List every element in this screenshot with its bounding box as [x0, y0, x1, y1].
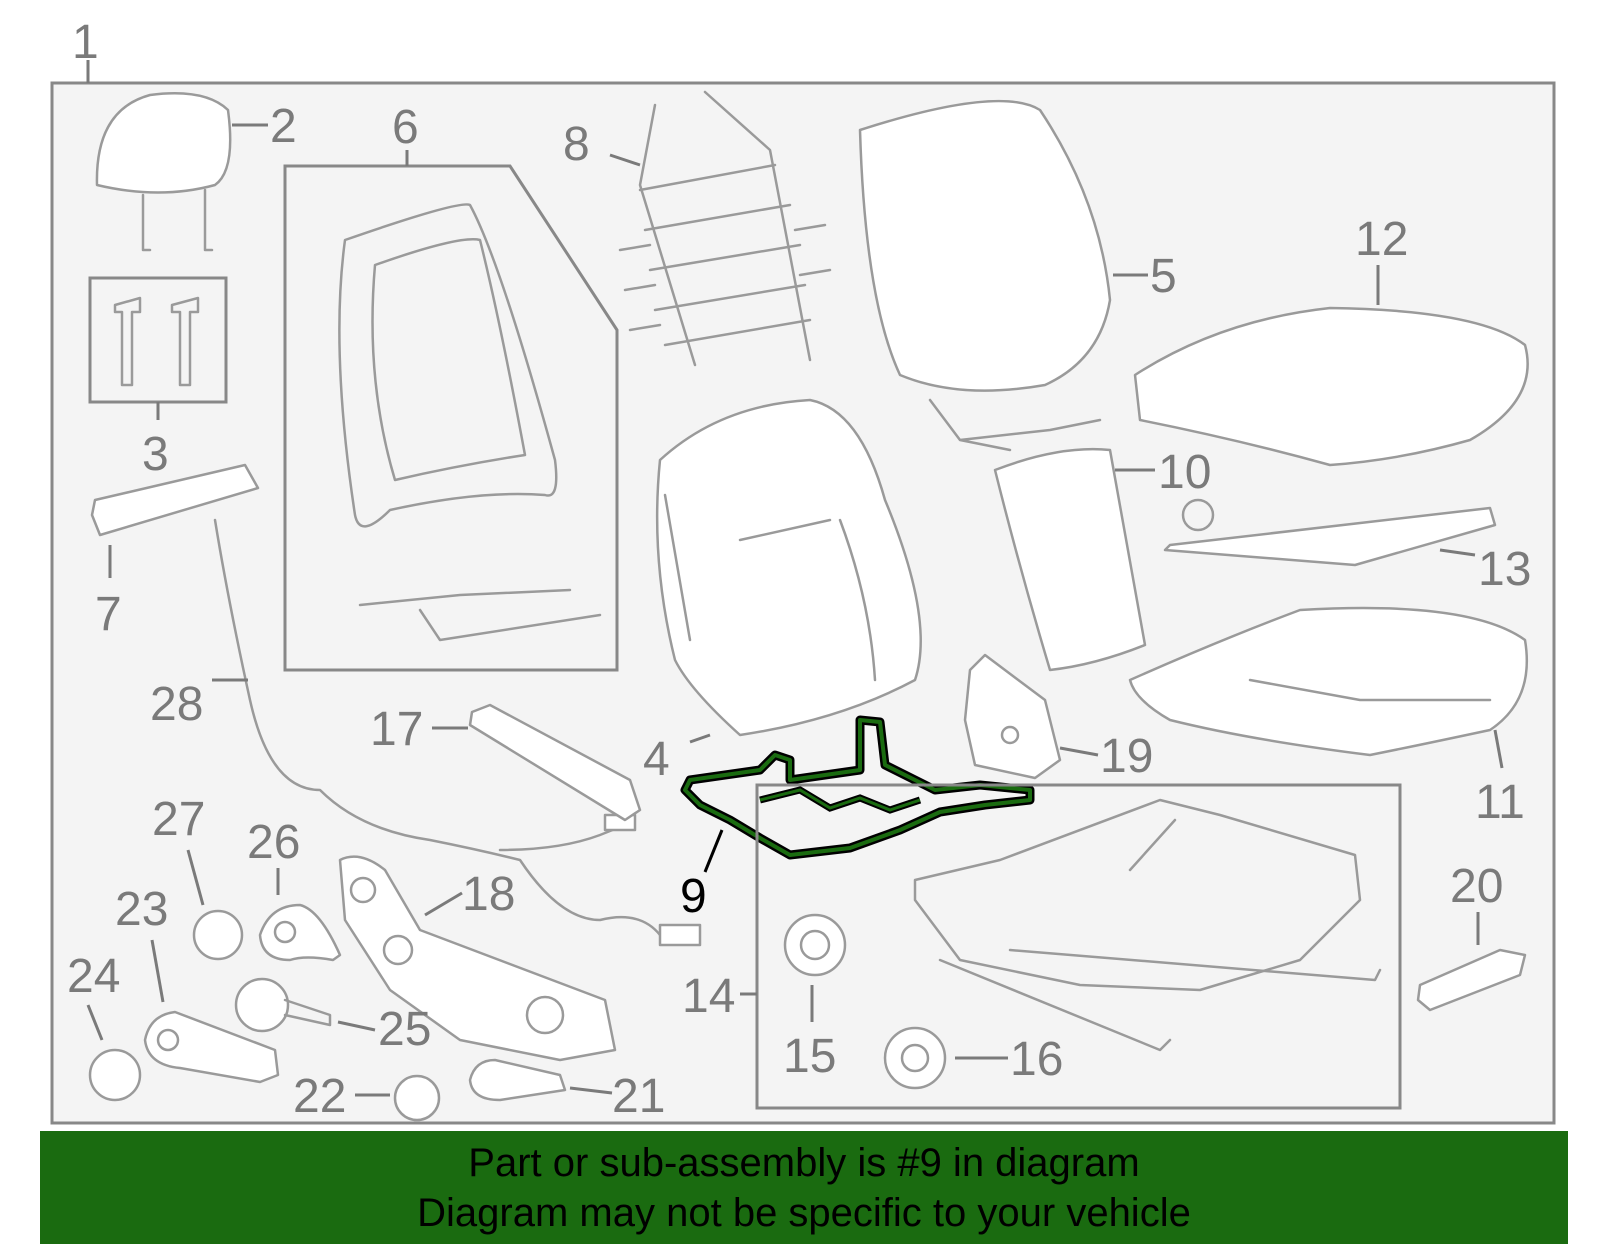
part-25-handle[interactable]: [234, 977, 332, 1033]
part-27-cap[interactable]: [192, 909, 244, 961]
callout-19: 19: [1100, 730, 1153, 783]
part-12-cushion-cover[interactable]: [1133, 306, 1529, 467]
part-5-seatback-cover[interactable]: [858, 99, 1112, 452]
banner-line-2: Diagram may not be specific to your vehi…: [417, 1190, 1191, 1235]
part-22-cap[interactable]: [393, 1074, 441, 1122]
callout-24: 24: [67, 950, 120, 1003]
part-24-cap[interactable]: [88, 1048, 142, 1102]
part-8-suspension-mat[interactable]: [618, 90, 832, 367]
part-14-seat-adjuster[interactable]: [755, 783, 1402, 1110]
part-7-trim-panel[interactable]: [90, 463, 260, 537]
callout-22: 22: [293, 1070, 346, 1123]
callout-11: 11: [1475, 776, 1525, 829]
part-16-motor[interactable]: [883, 1026, 947, 1090]
callout-27: 27: [152, 793, 205, 846]
callout-9: 9: [680, 870, 707, 923]
callout-20: 20: [1450, 860, 1503, 913]
callout-25: 25: [378, 1003, 431, 1056]
callout-23: 23: [115, 883, 168, 936]
callout-17: 17: [370, 703, 423, 756]
callout-7: 7: [95, 588, 122, 641]
callout-2: 2: [270, 100, 297, 153]
part-18-side-shield[interactable]: [338, 855, 617, 1062]
part-13-heater-mat[interactable]: [1163, 498, 1497, 567]
part-23-lever[interactable]: [143, 1010, 280, 1084]
callout-26: 26: [247, 816, 300, 869]
callout-5: 5: [1150, 250, 1177, 303]
part-19-recliner-housing[interactable]: [963, 653, 1062, 780]
part-21-handle[interactable]: [468, 1058, 567, 1102]
part-26-knob[interactable]: [258, 903, 342, 962]
callout-1: 1: [72, 16, 99, 69]
callout-21: 21: [612, 1070, 665, 1123]
part-4-seatback-pad[interactable]: [655, 398, 922, 737]
callout-10: 10: [1158, 446, 1211, 499]
part-20-switch[interactable]: [1416, 948, 1527, 1012]
callout-6: 6: [392, 101, 419, 154]
part-6-seatback-frame[interactable]: [283, 164, 619, 672]
banner-line-1: Part or sub-assembly is #9 in diagram: [468, 1140, 1140, 1185]
callout-18: 18: [462, 868, 515, 921]
callout-14: 14: [682, 970, 735, 1023]
part-10-back-panel[interactable]: [993, 447, 1147, 672]
callout-15: 15: [783, 1030, 836, 1083]
callout-28: 28: [150, 678, 203, 731]
part-11-cushion-pad[interactable]: [1128, 606, 1529, 757]
callout-8: 8: [563, 118, 590, 171]
callout-4: 4: [643, 733, 670, 786]
callout-3: 3: [142, 428, 169, 481]
part-2-headrest[interactable]: [95, 92, 232, 252]
callout-16: 16: [1010, 1033, 1063, 1086]
callout-13: 13: [1478, 543, 1531, 596]
info-banner: Part or sub-assembly is #9 in diagram Di…: [40, 1131, 1568, 1244]
callout-12: 12: [1355, 213, 1408, 266]
part-17-side-trim[interactable]: [468, 703, 642, 822]
part-15-motor[interactable]: [783, 913, 847, 977]
